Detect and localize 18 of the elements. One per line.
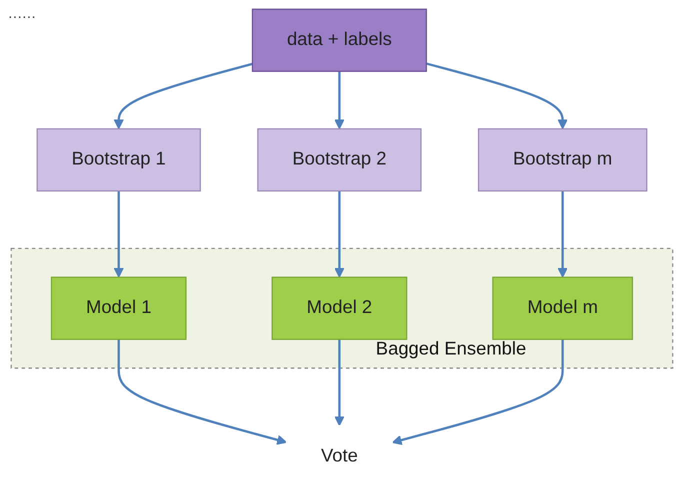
arrow [426,62,568,130]
arrow [334,71,344,130]
arrow [334,339,344,426]
arrow [117,339,286,445]
node-text: Vote [320,446,358,466]
node-box: data + labels [251,8,426,72]
arrow [334,190,344,278]
ellipsis-label: ······ [8,8,36,24]
arrow [557,190,568,278]
node-box: Model 1 [50,276,186,340]
node-box: Bootstrap 1 [36,128,200,192]
node-box: Bootstrap 2 [256,128,422,192]
node-box: Model 2 [271,276,407,340]
arrow [113,62,252,130]
arrow [113,190,124,278]
node-box: Model m [492,276,633,340]
node-box: Bootstrap m [477,128,647,192]
arrow [391,339,564,446]
